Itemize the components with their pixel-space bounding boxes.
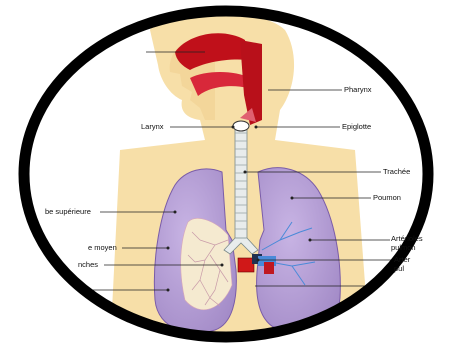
label-lobe-moyen: e moyen — [88, 243, 117, 252]
pulmonary-vessel-red — [238, 258, 254, 272]
label-poumon: Poumon — [373, 193, 401, 202]
label-lobe-superieur: be supérieure — [45, 207, 91, 216]
trachea — [235, 125, 247, 240]
label-arter: Artér — [394, 255, 410, 264]
label-arterioles: Artérioles — [391, 234, 423, 243]
label-trachee: Trachée — [383, 167, 410, 176]
label-pul: pul — [394, 264, 404, 273]
larynx — [233, 121, 249, 131]
label-pharynx: Pharynx — [344, 85, 372, 94]
pulmonary-vessel-red-2 — [264, 262, 274, 274]
label-epiglotte: Epiglotte — [342, 122, 371, 131]
label-pulmon: pulmon — [391, 243, 416, 252]
label-bronches: nches — [78, 260, 98, 269]
bronchial-tree — [181, 218, 232, 309]
label-larynx: Larynx — [141, 122, 164, 131]
